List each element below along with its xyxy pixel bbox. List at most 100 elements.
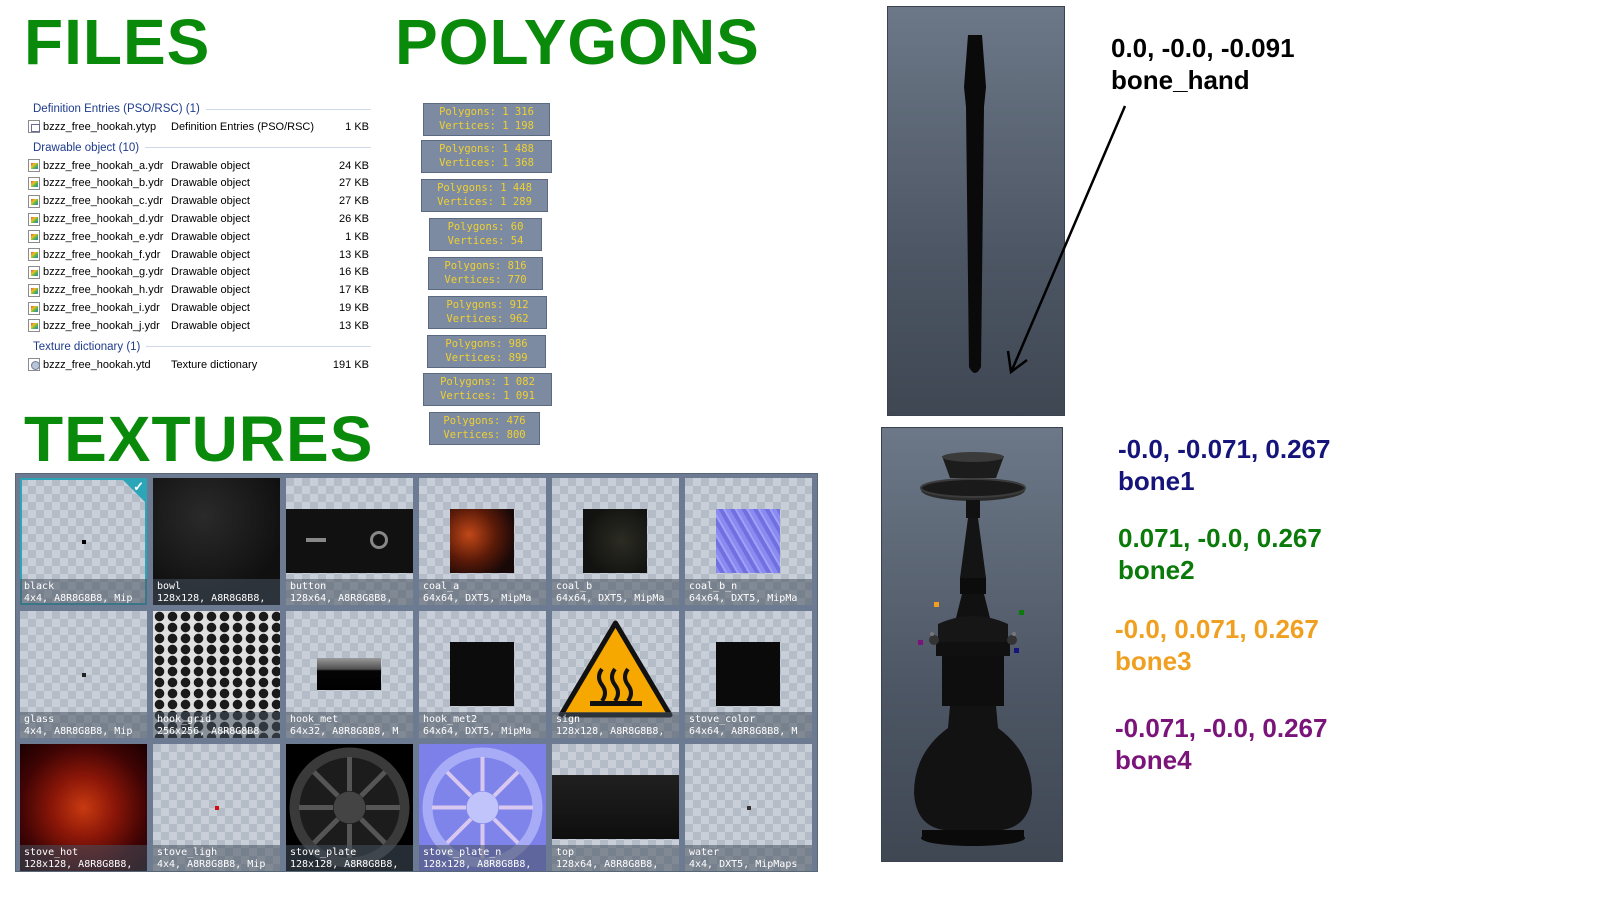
bone-name: bone1 xyxy=(1118,466,1195,496)
circle-glyph xyxy=(370,531,388,549)
file-size: 27 KB xyxy=(339,195,369,208)
texture-name: stove_plate_n xyxy=(423,847,502,858)
vertex-count: Vertices: 1 091 xyxy=(440,389,535,402)
hookah-model xyxy=(914,452,1032,846)
ydr-file-icon xyxy=(28,248,40,262)
bone2-label: 0.071, -0.0, 0.267 bone2 xyxy=(1118,522,1322,586)
file-type: Drawable object xyxy=(171,248,250,261)
texture-info: 128x128, A8R8G8B8, xyxy=(290,858,399,870)
file-size: 19 KB xyxy=(339,302,369,315)
polygon-count: Polygons: 476 xyxy=(443,415,526,427)
file-type: Drawable object xyxy=(171,302,250,315)
texture-thumbnail xyxy=(82,673,86,677)
hose-model xyxy=(964,35,986,373)
bone-name: bone2 xyxy=(1118,555,1195,585)
group-header-definition-entries[interactable]: Definition Entries (PSO/RSC) (1) xyxy=(26,100,371,118)
group-header-drawable-object[interactable]: Drawable object (10) xyxy=(26,139,371,157)
texture-info: 64x64, DXT5, MipMa xyxy=(423,725,532,737)
file-type: Drawable object xyxy=(171,266,250,279)
file-type: Drawable object xyxy=(171,195,250,208)
bone1-label: -0.0, -0.071, 0.267 bone1 xyxy=(1118,433,1330,497)
checkmark-icon: ✓ xyxy=(133,479,144,494)
file-type: Drawable object xyxy=(171,177,250,190)
file-type: Drawable object xyxy=(171,213,250,226)
group-label: Definition Entries (PSO/RSC) (1) xyxy=(33,103,200,115)
texture-thumbnail xyxy=(286,509,413,573)
file-name: bzzz_free_hookah_b.ydr xyxy=(43,177,164,190)
file-name: bzzz_free_hookah_c.ydr xyxy=(43,195,163,208)
polygon-count: Polygons: 1 448 xyxy=(437,182,532,194)
bone-coords: 0.071, -0.0, 0.267 xyxy=(1118,523,1322,553)
texture-name: hook_met xyxy=(290,714,339,725)
polygon-count: Polygons: 1 488 xyxy=(439,143,534,155)
bone3-label: -0.0, 0.071, 0.267 bone3 xyxy=(1115,613,1319,677)
texture-info: 128x128, A8R8G8B8, xyxy=(423,858,532,870)
file-row[interactable]: bzzz_free_hookah_c.ydr Drawable object 27 … xyxy=(26,192,371,210)
file-name: bzzz_free_hookah.ytd xyxy=(43,358,151,371)
file-size: 16 KB xyxy=(339,266,369,279)
texture-name: button xyxy=(290,581,327,592)
selection-corner xyxy=(121,478,147,504)
file-name: bzzz_free_hookah_e.ydr xyxy=(43,230,164,243)
hose-model-viewport[interactable] xyxy=(887,6,1065,416)
file-size: 13 KB xyxy=(339,319,369,332)
file-size: 17 KB xyxy=(339,284,369,297)
ytd-file-icon xyxy=(28,358,40,372)
polygon-count: Polygons: 1 082 xyxy=(440,376,535,388)
texture-thumbnail xyxy=(450,509,514,573)
file-type: Drawable object xyxy=(171,230,250,243)
texture-name: black xyxy=(24,581,55,592)
texture-name: stove_color xyxy=(689,714,756,725)
hookah-model-viewport[interactable] xyxy=(881,427,1063,862)
group-header-texture-dictionary[interactable]: Texture dictionary (1) xyxy=(26,338,371,356)
polygon-count: Polygons: 986 xyxy=(445,338,528,350)
texture-name: stove_ligh xyxy=(157,847,218,858)
ydr-file-icon xyxy=(28,176,40,190)
vertex-count: Vertices: 962 xyxy=(446,312,529,325)
file-name: bzzz_free_hookah_f.ydr xyxy=(43,248,161,261)
polygons-heading: POLYGONS xyxy=(395,6,760,78)
texture-thumbnail xyxy=(583,509,647,573)
